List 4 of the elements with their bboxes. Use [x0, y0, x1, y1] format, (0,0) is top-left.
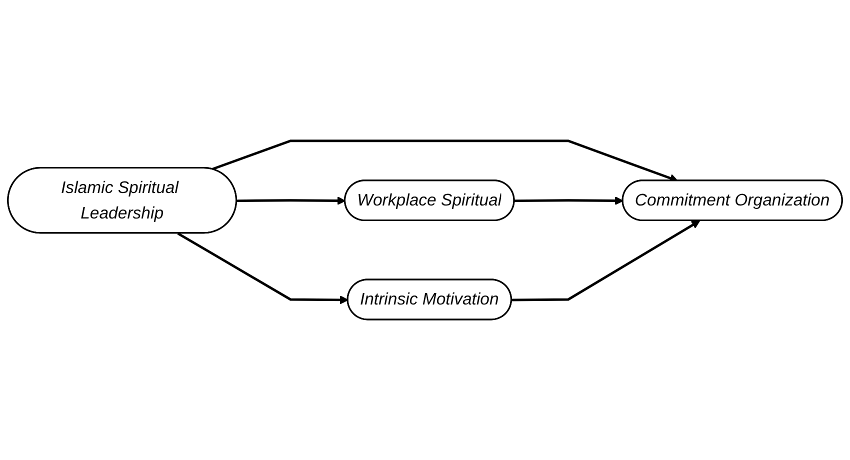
- arrow: [236, 196, 346, 205]
- arrow: [512, 220, 700, 302]
- arrow: [514, 196, 624, 205]
- arrow: [177, 232, 348, 304]
